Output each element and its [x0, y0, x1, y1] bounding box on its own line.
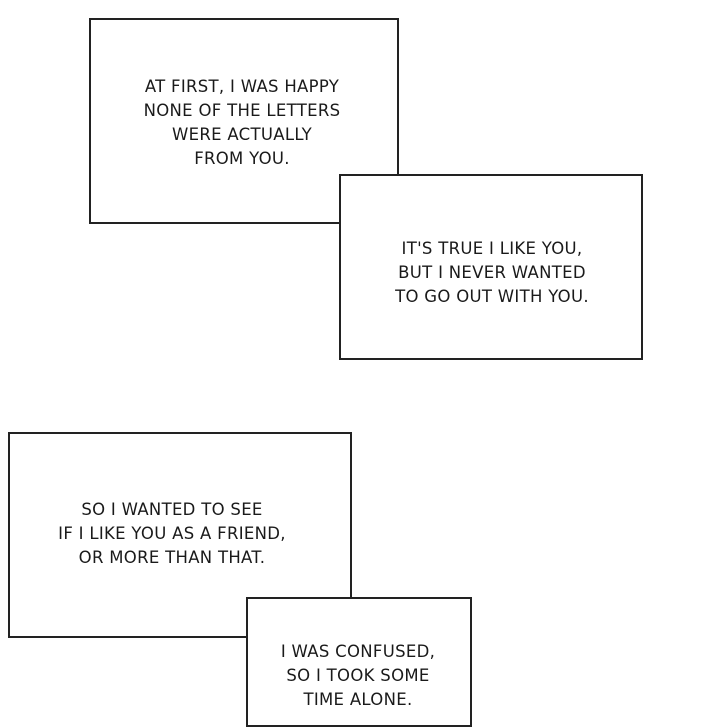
box-join-mask-3 — [248, 599, 350, 636]
caption-text-1: AT FIRST, I WAS HAPPY NONE OF THE LETTER… — [112, 75, 372, 171]
caption-line: FROM YOU. — [194, 149, 290, 168]
caption-line: SO I TOOK SOME — [286, 666, 430, 685]
caption-line: AT FIRST, I WAS HAPPY — [144, 77, 340, 96]
caption-line: SO I WANTED TO SEE — [81, 500, 263, 519]
caption-text-2: IT'S TRUE I LIKE YOU, BUT I NEVER WANTED… — [362, 237, 622, 309]
caption-line: I WAS CONFUSED, — [280, 642, 436, 661]
caption-line: NONE OF THE LETTERS — [143, 101, 341, 120]
box-join-mask-2 — [341, 176, 397, 222]
caption-line: TIME ALONE. — [303, 690, 413, 709]
caption-line: TO GO OUT WITH YOU. — [395, 287, 589, 306]
caption-line: IT'S TRUE I LIKE YOU, — [401, 239, 583, 258]
caption-line: OR MORE THAN THAT. — [78, 548, 266, 567]
caption-line: IF I LIKE YOU AS A FRIEND, — [58, 524, 286, 543]
caption-text-3: SO I WANTED TO SEE IF I LIKE YOU AS A FR… — [22, 498, 322, 570]
caption-line: BUT I NEVER WANTED — [398, 263, 586, 282]
caption-line: WERE ACTUALLY — [171, 125, 312, 144]
caption-text-4: I WAS CONFUSED, SO I TOOK SOME TIME ALON… — [258, 640, 458, 712]
